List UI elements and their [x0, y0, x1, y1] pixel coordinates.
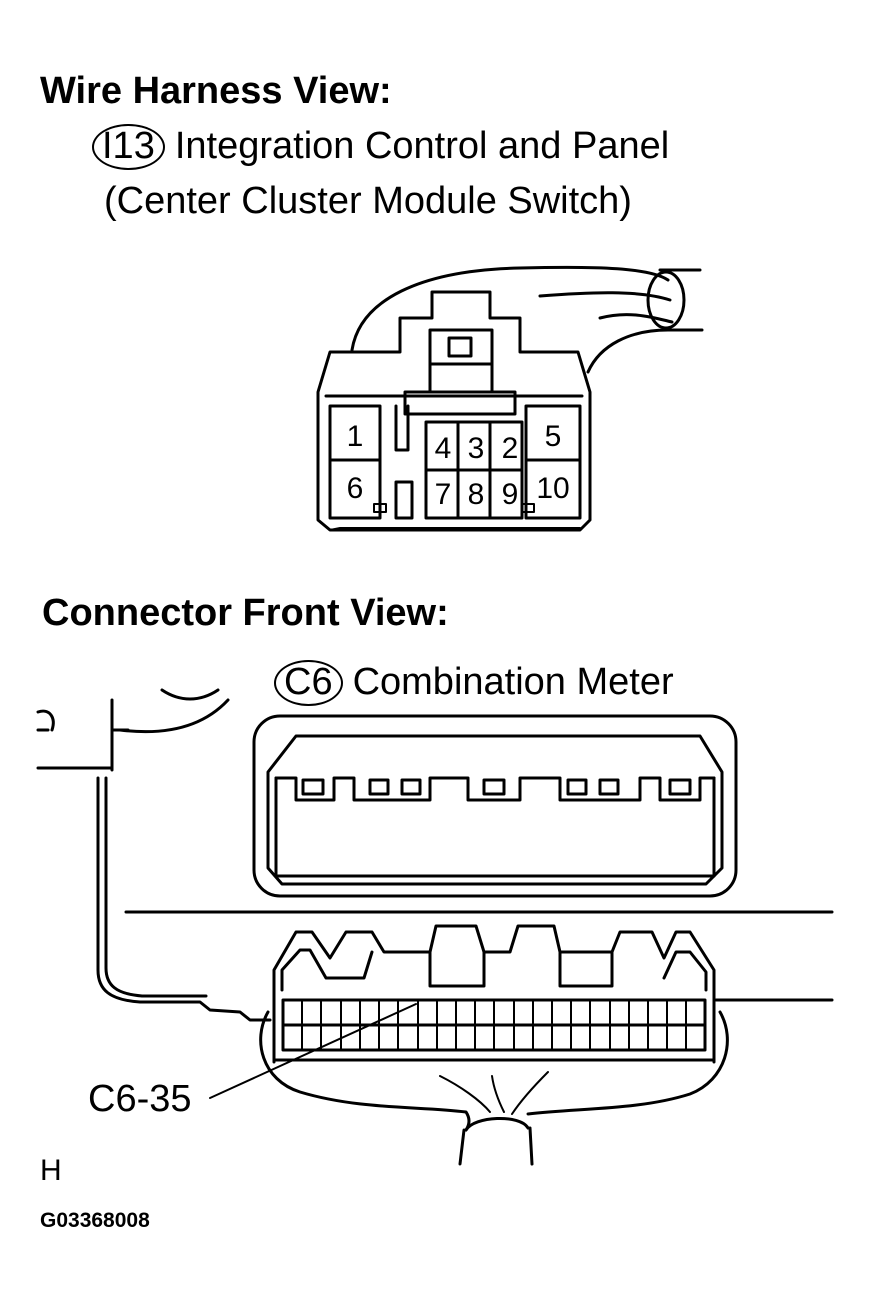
pin-label: 2	[502, 432, 519, 465]
pin-label: 9	[502, 478, 519, 511]
pin-label: 7	[435, 478, 452, 511]
i13-pin-labels: 1 2 3 4 5 6 7 8 9 10	[347, 420, 570, 511]
pin-label: 8	[468, 478, 485, 511]
pin-label: 4	[435, 432, 452, 465]
pin-label: 3	[468, 432, 485, 465]
pin-callout-label: C6-35	[88, 1078, 192, 1120]
wire-harness-view-heading: Wire Harness View:	[40, 70, 392, 112]
connector-code-badge: I13	[92, 124, 165, 170]
connector-code-badge: C6	[274, 660, 343, 706]
c6-upper-housing	[252, 714, 738, 898]
c6-front-connector	[209, 924, 716, 1099]
connector-name: Combination Meter	[352, 661, 674, 703]
pin-label: 5	[545, 420, 562, 453]
connector-name-line1: Integration Control and Panel	[174, 125, 670, 167]
pin-label: 6	[347, 472, 364, 505]
figure-code: G03368008	[40, 1209, 150, 1232]
pin-label: 10	[536, 472, 569, 505]
c6-wire-harness	[259, 1010, 729, 1166]
connector-name-line2: (Center Cluster Module Switch)	[104, 180, 632, 222]
footer-letter: H	[40, 1154, 62, 1187]
i13-connector-drawing	[316, 265, 704, 532]
panel-context-drawing	[36, 688, 834, 1022]
pin-label: 1	[347, 420, 364, 453]
connector-front-view-heading: Connector Front View:	[42, 592, 449, 634]
